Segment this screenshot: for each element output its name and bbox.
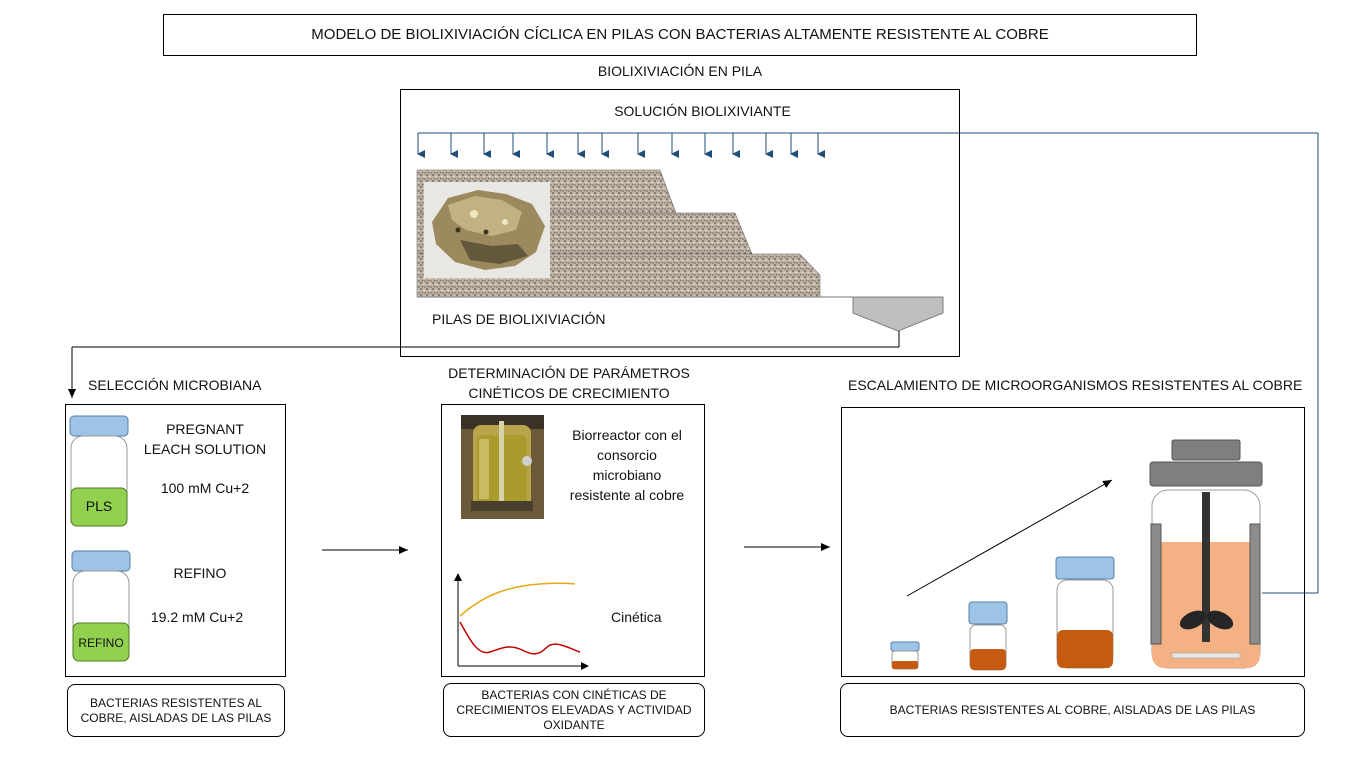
solution-label: SOLUCIÓN BIOLIXIVIANTE: [614, 103, 791, 119]
kinetics-caption-line3: OXIDANTE: [543, 717, 605, 732]
kinetics-caption: BACTERIAS CON CINÉTICAS DE CRECIMIENTOS …: [443, 683, 705, 737]
refino-concentration: 19.2 mM Cu+2: [150, 609, 244, 625]
heap-section-title: BIOLIXIVIACIÓN EN PILA: [597, 63, 763, 79]
scaling-caption-text: BACTERIAS RESISTENTES AL COBRE, AISLADAS…: [889, 702, 1256, 717]
decline-curve: [459, 621, 581, 655]
selection-title: SELECCIÓN MICROBIANA: [88, 377, 262, 393]
solution-distribution: [417, 132, 1319, 594]
pls-outflow-line: [68, 331, 900, 398]
heap-box: [400, 89, 960, 357]
title-box: [163, 14, 1197, 56]
pls-concentration: 100 mM Cu+2: [160, 480, 250, 496]
kinetics-plot: [454, 573, 589, 670]
growth-curve: [459, 582, 576, 617]
bioreactor-text-line1: Biorreactor con el: [572, 427, 682, 443]
selection-caption: BACTERIAS RESISTENTES AL COBRE, AISLADAS…: [67, 684, 285, 737]
scale-vial-medium: [968, 601, 1008, 671]
piles-label: PILAS DE BIOLIXIVIACIÓN: [432, 311, 606, 327]
bioreactor-text-line3: microbiano: [592, 467, 662, 483]
scale-vial-small: [890, 641, 920, 670]
refino-vial-label: REFINO: [78, 636, 124, 650]
kinetics-caption-line1: BACTERIAS CON CINÉTICAS DE: [481, 687, 667, 702]
collection-pond: [852, 296, 944, 332]
scaling-caption: BACTERIAS RESISTENTES AL COBRE, AISLADAS…: [840, 683, 1305, 737]
pls-title-line1: PREGNANT: [166, 421, 244, 437]
bioreactor-text-line2: consorcio: [597, 447, 657, 463]
kinetics-caption-line2: CRECIMIENTOS ELEVADAS Y ACTIVIDAD: [456, 702, 692, 717]
scale-vial-large: [1055, 556, 1115, 669]
selection-caption-line2: COBRE, AISLADAS DE LAS PILAS: [80, 710, 272, 725]
selection-caption-line1: BACTERIAS RESISTENTES AL: [89, 695, 263, 710]
scaling-box: [841, 407, 1305, 677]
bioreactor-photo: [461, 415, 544, 519]
pls-title-line2: LEACH SOLUTION: [143, 441, 267, 457]
scaling-title: ESCALAMIENTO DE MICROORGANISMOS RESISTEN…: [848, 377, 1303, 393]
scaling-arrow: [906, 479, 1113, 597]
pls-vial-label: PLS: [85, 498, 113, 514]
scale-reactor: [1149, 439, 1263, 669]
refino-vial: [71, 550, 131, 662]
kinetics-title-line1: DETERMINACIÓN DE PARÁMETROS: [448, 365, 690, 381]
mineral-photo: [424, 182, 550, 278]
kinetics-title-line2: CINÉTICOS DE CRECIMIENTO: [468, 385, 670, 401]
refino-title: REFINO: [173, 565, 227, 581]
page-title: MODELO DE BIOLIXIVIACIÓN CÍCLICA EN PILA…: [311, 26, 1049, 43]
kinetics-label: Cinética: [611, 609, 662, 625]
bioreactor-text-line4: resistente al cobre: [569, 487, 685, 503]
pls-vial: [69, 415, 129, 527]
